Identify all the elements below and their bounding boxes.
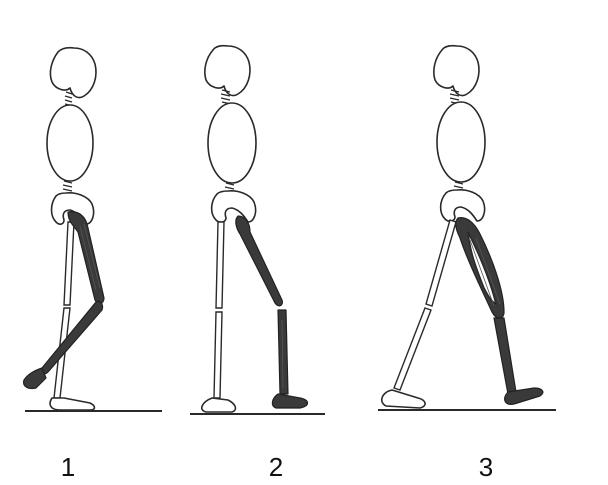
ribcage-1 — [47, 105, 93, 181]
swing-foot-1 — [24, 368, 46, 389]
walking-figure-1 — [24, 48, 162, 411]
head-1 — [50, 48, 96, 98]
walking-figure-2 — [190, 46, 325, 414]
figure-label-3: 3 — [466, 453, 506, 481]
tibialis-muscle-1 — [41, 301, 102, 373]
support-foot-2 — [202, 398, 236, 412]
support-femur-2 — [216, 222, 224, 308]
support-femur-1 — [64, 222, 74, 305]
support-tibia-2 — [214, 312, 222, 398]
head-3 — [434, 46, 479, 96]
figure-label-2: 2 — [256, 453, 296, 481]
pelvis-2 — [212, 191, 256, 222]
support-foot-1 — [50, 398, 94, 410]
swing-foot-2 — [272, 394, 307, 408]
tibialis-muscle-3 — [494, 318, 516, 394]
neck-spine-1 — [65, 92, 73, 106]
figure-label-1: 1 — [48, 453, 88, 481]
ribcage-3 — [437, 102, 485, 182]
hamstring-muscle-2 — [236, 216, 283, 306]
hip-flexor-muscle-1 — [68, 212, 104, 304]
support-foot-3 — [382, 390, 425, 408]
ribcage-2 — [208, 103, 256, 183]
support-femur-3 — [426, 220, 456, 306]
head-2 — [205, 46, 250, 96]
walking-figure-3 — [378, 46, 556, 410]
support-tibia-3 — [394, 308, 431, 390]
lumbar-spine-1 — [63, 181, 72, 191]
lumbar-spine-3 — [454, 182, 463, 188]
pelvis-3 — [441, 190, 485, 221]
lumbar-spine-2 — [225, 183, 234, 189]
